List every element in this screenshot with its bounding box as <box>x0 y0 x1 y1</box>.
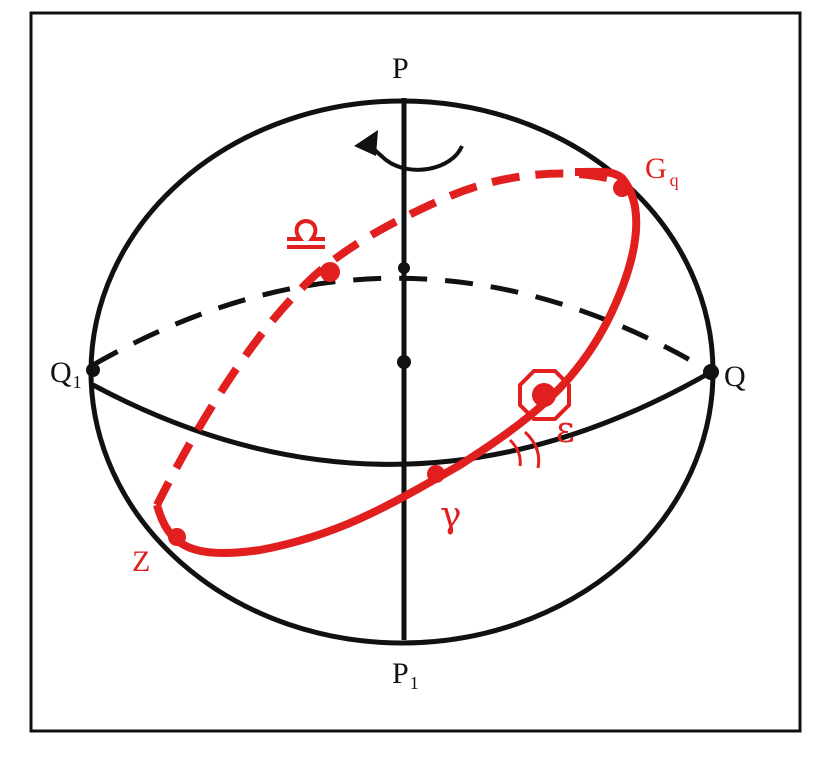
label-vernal-equinox: γ <box>440 495 462 536</box>
axis-back-point <box>398 262 410 274</box>
obliquity-arc-inner <box>508 438 522 467</box>
label-equator-right: Q <box>724 360 746 393</box>
counterclockwise-arrow-icon <box>354 130 464 172</box>
frame-border <box>29 11 802 733</box>
equator-point-right <box>703 364 719 380</box>
label-equator-left: Q1 <box>50 356 82 392</box>
libra-sign-icon <box>287 218 325 249</box>
label-north-pole: P <box>392 52 409 85</box>
point-winter-solstice <box>168 528 186 546</box>
point-vernal-equinox <box>427 465 445 483</box>
point-autumn-equinox <box>320 262 340 282</box>
point-summer-solstice <box>613 179 631 197</box>
label-obliquity: ε <box>556 410 575 451</box>
equator-point-left <box>86 363 100 377</box>
sphere-center-point <box>397 355 411 369</box>
obliquity-arc-outer <box>523 430 541 469</box>
label-south-pole: P1 <box>392 657 419 693</box>
label-winter-solstice: Z <box>132 545 150 578</box>
ecliptic-front-solid <box>153 167 641 557</box>
circled-dot-icon <box>518 369 571 421</box>
ecliptic-back-dashed <box>153 169 608 507</box>
